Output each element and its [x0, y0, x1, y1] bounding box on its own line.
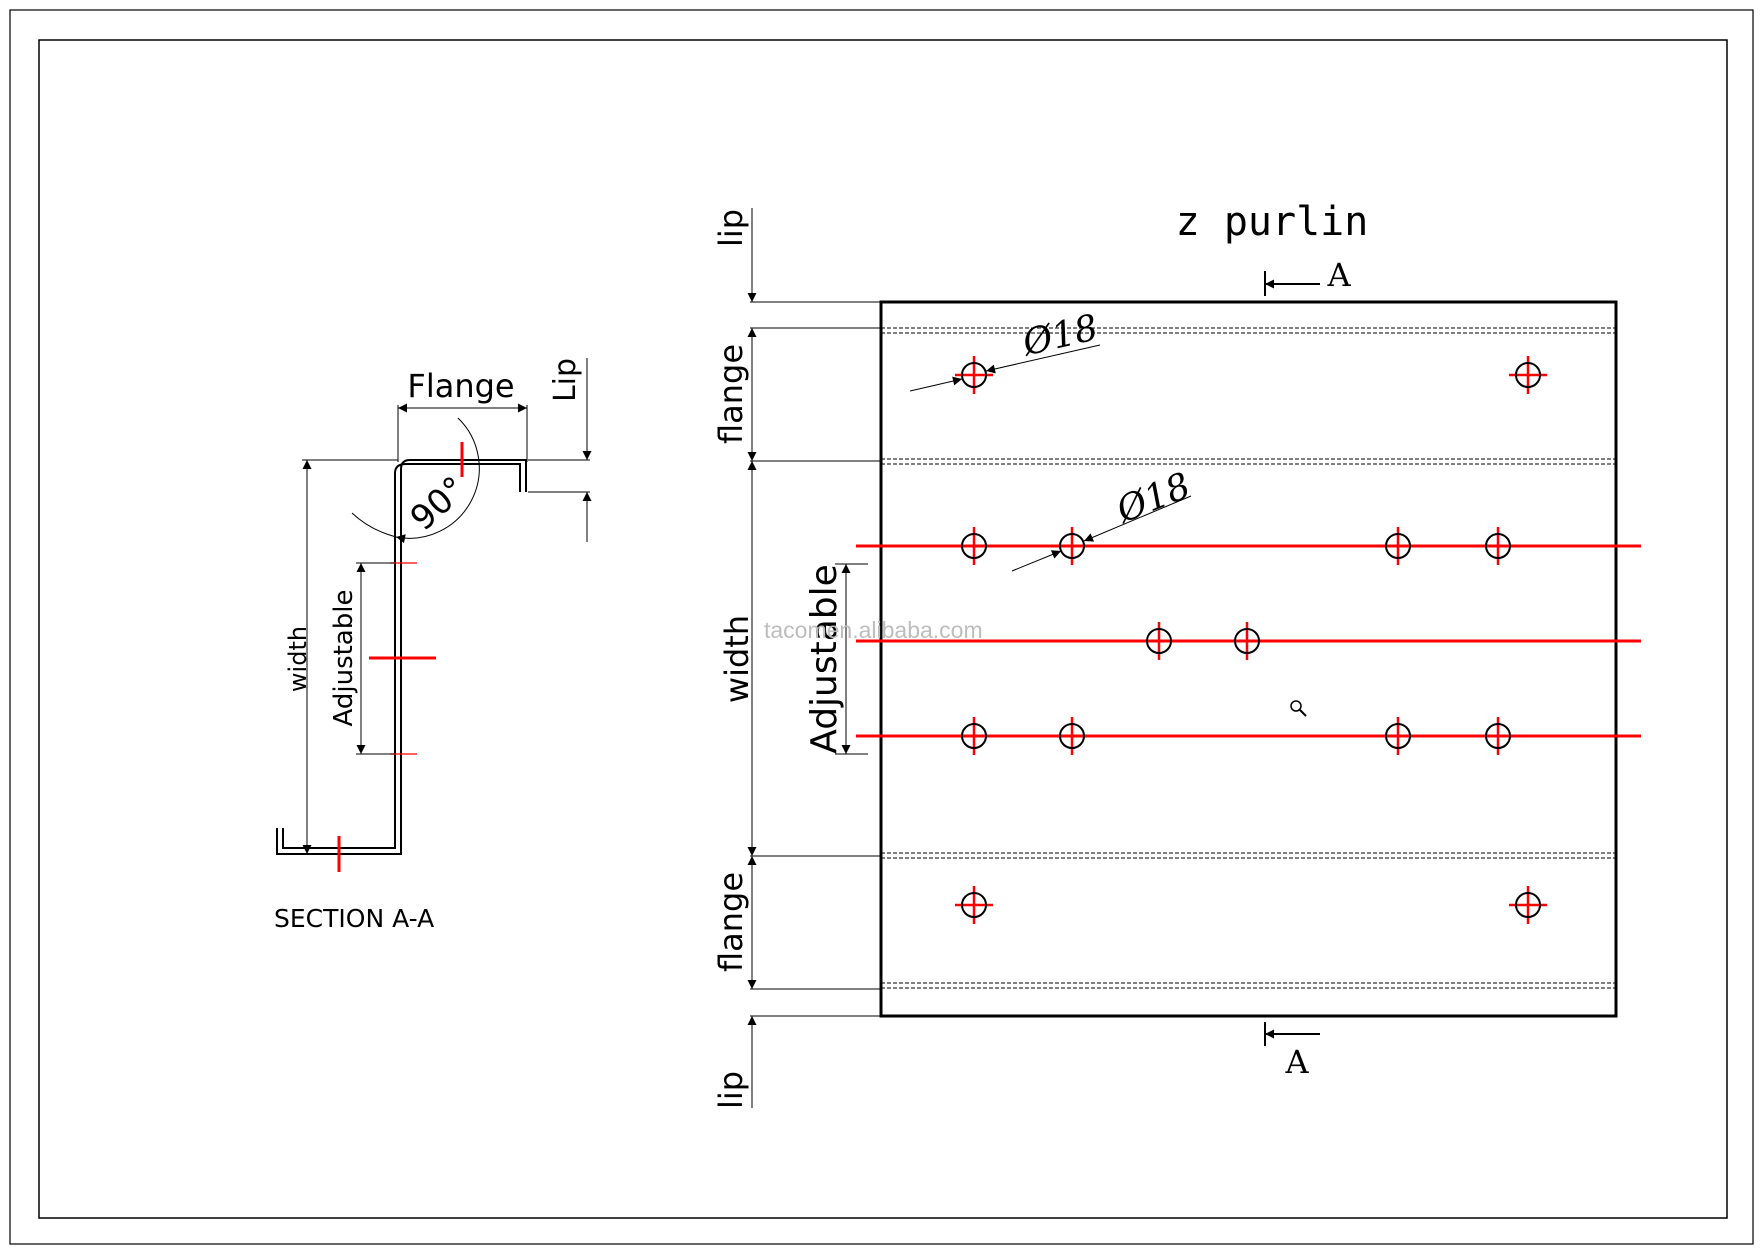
diameter-callout-1: Ø18 [909, 307, 1102, 392]
diameter-label-1: Ø18 [1018, 307, 1102, 364]
hole [1234, 622, 1260, 660]
hole [961, 527, 987, 565]
dimension-chain: lip flange width flange lip [712, 208, 881, 1109]
dim-lip-bottom-label: lip [712, 1071, 750, 1109]
plan-view: z purlin A A [712, 199, 1641, 1109]
hole [1485, 527, 1511, 565]
dim-lip-top-label: lip [712, 209, 750, 247]
z-profile-inner [282, 463, 521, 849]
hole [961, 717, 987, 755]
hole [955, 356, 993, 394]
adjustable-label: Adjustable [329, 590, 359, 727]
dim-flange-top-label: flange [712, 344, 750, 444]
inner-frame [38, 39, 1728, 1219]
z-profile-outer [276, 459, 527, 855]
hole [1059, 527, 1085, 565]
flange-label: Flange [407, 367, 514, 405]
adjustable-dim-label: Adjustable [804, 564, 845, 754]
outer-frame [9, 9, 1754, 1245]
lip-label: Lip [548, 358, 583, 402]
section-marker-bottom-label: A [1284, 1043, 1309, 1081]
dim-width-label: width [718, 615, 756, 703]
angle-arc [395, 417, 480, 544]
section-view: Flange Lip 90° width Adjustable SECTION … [274, 358, 592, 933]
width-label: width [284, 626, 312, 692]
hole [1059, 717, 1085, 755]
section-marker-top: A [1264, 256, 1351, 296]
hole [1485, 717, 1511, 755]
angle-label: 90° [403, 469, 475, 539]
purlin-sheet [879, 300, 1618, 1018]
watermark: tacomen.alibaba.com [764, 617, 983, 643]
section-marker-top-label: A [1326, 256, 1351, 294]
hole [1509, 356, 1547, 394]
hole [1385, 717, 1411, 755]
dim-flange-bottom-label: flange [712, 872, 750, 972]
hole [1146, 622, 1172, 660]
diameter-label-2: Ø18 [1110, 465, 1196, 532]
bend-lines [881, 327, 1616, 989]
angle-arc-tail [351, 512, 397, 538]
plan-title: z purlin [1176, 199, 1369, 245]
adjustable-dimension: Adjustable [804, 563, 868, 755]
section-caption: SECTION A-A [274, 904, 434, 933]
magnifier-icon [1290, 700, 1307, 717]
hole [955, 886, 993, 924]
hole [1385, 527, 1411, 565]
diameter-callout-2: Ø18 [1011, 465, 1196, 572]
section-marker-bottom: A [1264, 1022, 1320, 1081]
hole [1509, 886, 1547, 924]
holes [955, 356, 1547, 924]
